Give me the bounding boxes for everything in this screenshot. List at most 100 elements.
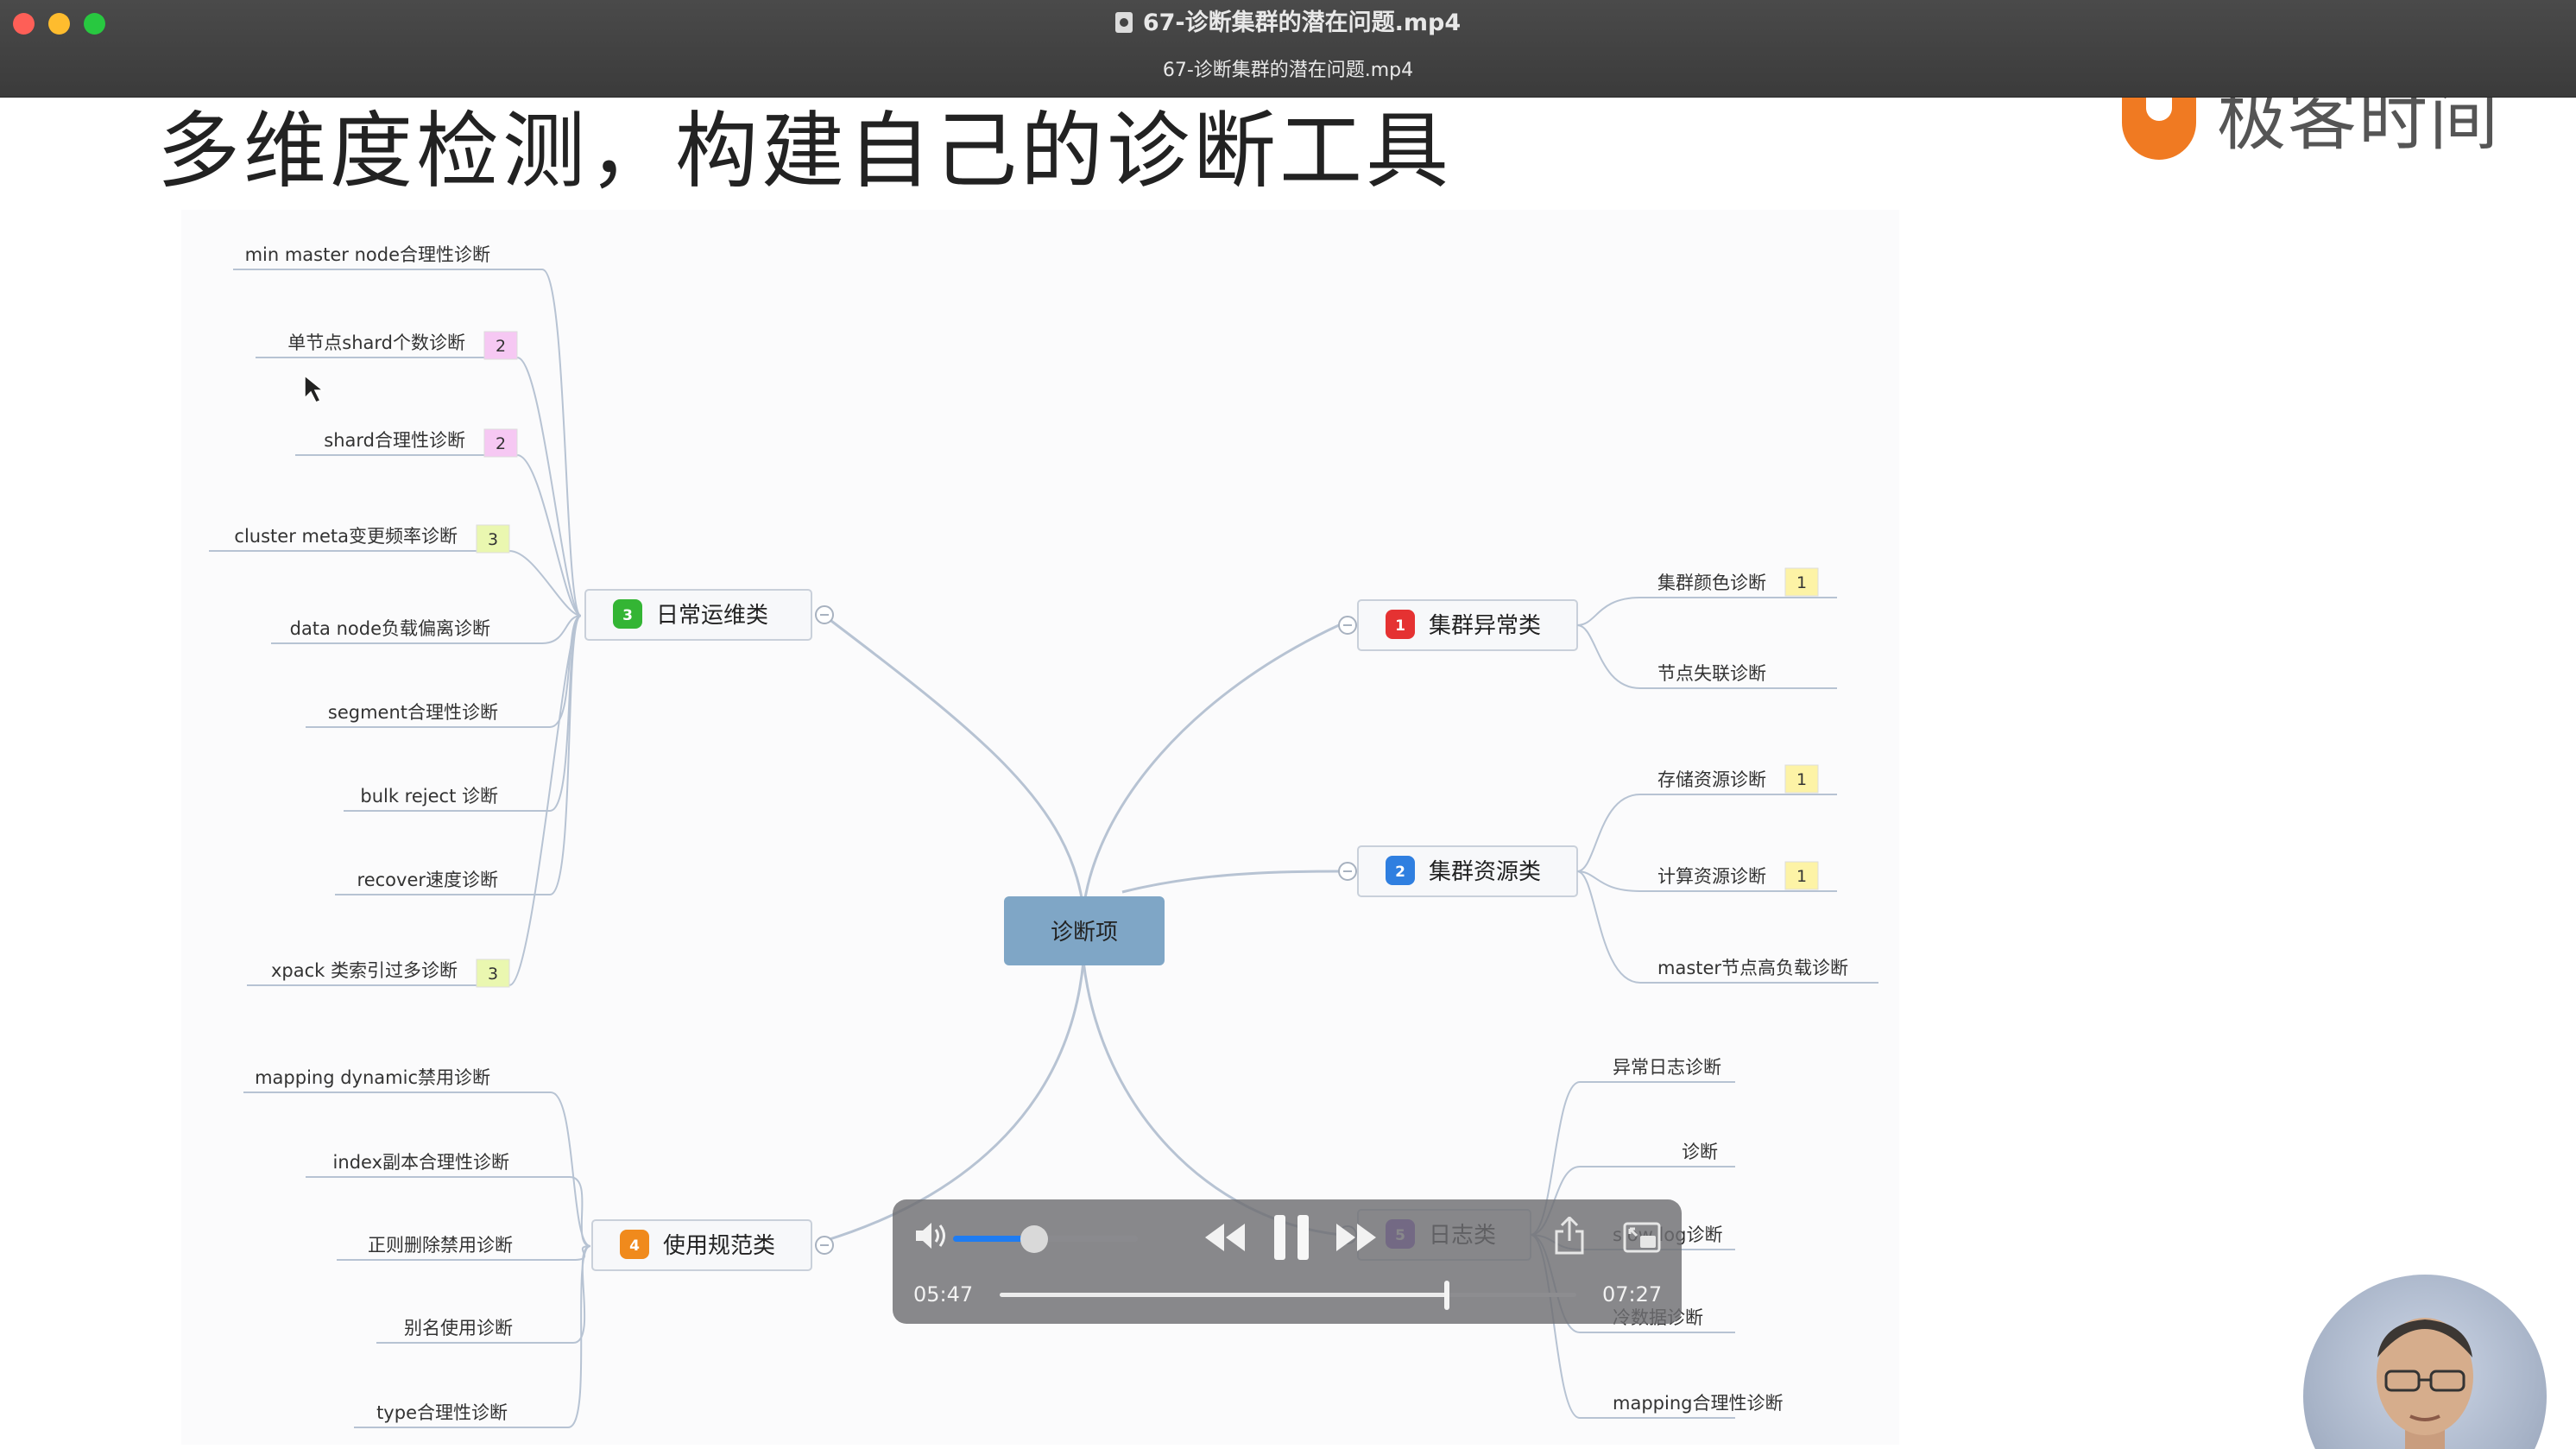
usage-item-label: 正则删除禁用诊断	[368, 1235, 513, 1256]
item-connector	[1576, 624, 1641, 689]
daily-item-label: shard合理性诊断	[324, 430, 465, 451]
document-icon	[1114, 12, 1133, 33]
mouse-cursor-icon	[304, 374, 325, 403]
priority-badge	[483, 331, 518, 360]
item-connector	[541, 269, 582, 617]
priority-badge-text: 3	[488, 965, 498, 984]
item-connector	[1576, 870, 1641, 892]
resource-item-label: 存储资源诊断	[1657, 769, 1766, 790]
current-time: 05:47	[913, 1282, 974, 1307]
window-subtitle: 67-诊断集群的潜在问题.mp4	[1162, 60, 1414, 81]
category-number-icon-text: 2	[1395, 864, 1405, 881]
zoom-window-button[interactable]	[84, 13, 105, 35]
progress-handle[interactable]	[1444, 1281, 1450, 1310]
item-connector	[569, 1176, 591, 1247]
center-node	[1004, 896, 1165, 965]
brand-logo: 极客时间	[2115, 98, 2521, 180]
usage-item-label: type合理性诊断	[376, 1402, 508, 1423]
total-time: 07:27	[1602, 1282, 1663, 1307]
volume-icon[interactable]	[913, 1220, 948, 1251]
share-button[interactable]	[1554, 1217, 1585, 1255]
item-connector	[567, 1245, 591, 1428]
item-connector	[1576, 597, 1641, 626]
category-label: 集群资源类	[1429, 859, 1541, 885]
window-title-text: 67-诊断集群的潜在问题.mp4	[1142, 9, 1462, 36]
daily-item-label: bulk reject 诊断	[360, 786, 498, 807]
item-connector	[541, 615, 582, 644]
brand-logo-text: 极客时间	[2217, 98, 2500, 160]
category-label: 使用规范类	[663, 1233, 775, 1259]
item-connector	[508, 615, 582, 986]
priority-badge	[1784, 764, 1819, 794]
fast-forward-button[interactable]	[1335, 1220, 1378, 1255]
daily-item-label: segment合理性诊断	[328, 702, 498, 723]
close-window-button[interactable]	[13, 13, 35, 35]
category-label: 集群异常类	[1429, 613, 1541, 639]
category-label: 日常运维类	[656, 603, 768, 629]
daily-item-label: data node负载偏离诊断	[290, 618, 490, 639]
item-connector	[549, 615, 582, 728]
center-node-label: 诊断项	[1051, 920, 1118, 946]
volume-fill	[953, 1236, 1035, 1242]
category-number-icon-text: 1	[1395, 617, 1405, 635]
category-box	[584, 589, 812, 641]
category-number-icon	[620, 1230, 649, 1259]
progress-bar[interactable]	[1000, 1281, 1576, 1310]
daily-item-label: recover速度诊断	[357, 870, 498, 890]
log-item-label: 诊断	[1682, 1142, 1718, 1162]
item-connector	[1576, 870, 1641, 984]
usage-item-label: index副本合理性诊断	[333, 1152, 509, 1173]
playback-controls: 05:47 07:27	[893, 1199, 1682, 1324]
branch-connector	[824, 614, 1085, 910]
usage-item-label: mapping dynamic禁用诊断	[255, 1067, 490, 1088]
priority-badge-text: 1	[1796, 867, 1807, 886]
category-number-icon	[1386, 610, 1415, 639]
minimize-window-button[interactable]	[48, 13, 70, 35]
priority-badge-text: 2	[496, 337, 506, 356]
usage-item-label: 别名使用诊断	[404, 1318, 513, 1338]
volume-slider[interactable]	[953, 1225, 1138, 1253]
branch-connector	[1121, 870, 1342, 894]
branch-connector	[824, 960, 1085, 1243]
picture-in-picture-button[interactable]	[1623, 1222, 1661, 1253]
priority-badge-text: 1	[1796, 770, 1807, 789]
item-connector	[516, 454, 582, 617]
category-number-icon	[1386, 856, 1415, 885]
log-item-label: 异常日志诊断	[1613, 1057, 1721, 1078]
daily-item-label: min master node合理性诊断	[245, 244, 490, 265]
category-number-icon	[613, 599, 642, 629]
rewind-button[interactable]	[1203, 1220, 1247, 1255]
anomaly-item-label: 集群颜色诊断	[1657, 573, 1766, 593]
category-number-icon-text: 4	[629, 1237, 640, 1255]
slide-title: 多维度检测，构建自己的诊断工具	[157, 103, 1452, 199]
presenter-figure	[2377, 1318, 2473, 1449]
priority-badge	[483, 428, 518, 458]
priority-badge-text: 1	[1796, 573, 1807, 592]
daily-item-label: xpack 类索引过多诊断	[271, 960, 458, 981]
priority-badge	[1784, 861, 1819, 890]
category-number-icon-text: 3	[622, 607, 633, 624]
resource-item-label: 计算资源诊断	[1657, 866, 1766, 887]
daily-item-label: 单节点shard个数诊断	[287, 332, 465, 353]
resource-item-label: master节点高负载诊断	[1657, 958, 1848, 978]
log-item-label: mapping合理性诊断	[1613, 1393, 1783, 1414]
priority-badge	[1784, 567, 1819, 597]
pause-button[interactable]	[1271, 1213, 1312, 1262]
item-connector	[508, 550, 582, 617]
priority-badge	[476, 959, 510, 988]
window-title: 67-诊断集群的潜在问题.mp4	[0, 9, 2576, 38]
anomaly-item-label: 节点失联诊断	[1657, 663, 1766, 684]
video-frame[interactable]: 多维度检测，构建自己的诊断工具 极客时间 诊断项 min master node合…	[0, 98, 2576, 1449]
brand-logo-mark-icon	[2122, 98, 2196, 160]
progress-fill	[1000, 1293, 1448, 1297]
volume-knob[interactable]	[1020, 1225, 1049, 1253]
item-connector	[516, 357, 582, 617]
priority-badge-text: 2	[496, 434, 506, 453]
priority-badge	[476, 524, 510, 554]
item-connector	[1576, 794, 1641, 872]
branch-connector	[1082, 623, 1342, 910]
window-titlebar: 67-诊断集群的潜在问题.mp4 67-诊断集群的潜在问题.mp4	[0, 0, 2576, 98]
item-connector	[549, 615, 582, 895]
daily-item-label: cluster meta变更频率诊断	[234, 526, 458, 547]
priority-badge-text: 3	[488, 530, 498, 549]
